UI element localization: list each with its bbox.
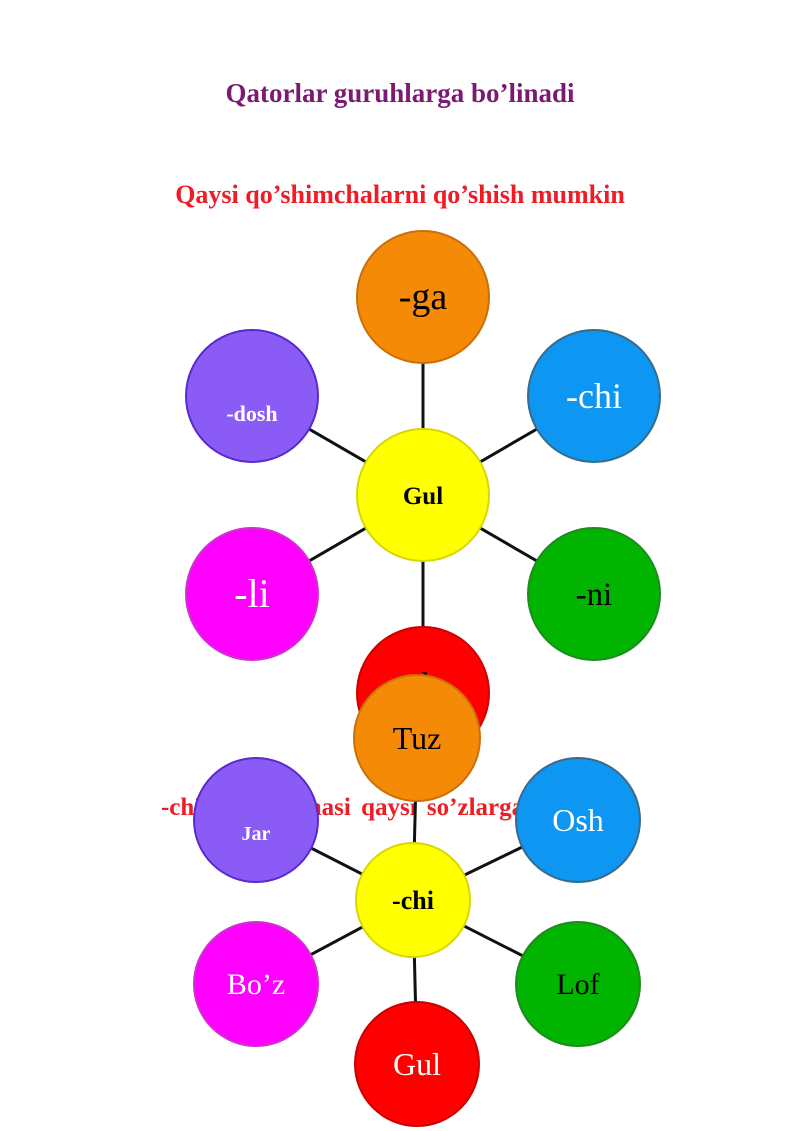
diagram1-center-node: Gul [356,428,490,562]
diagram1-node-top-circle [356,230,490,364]
diagram2-node-top-label: Tuz [393,720,442,756]
diagram1-node-upper-right-label: -chi [566,376,622,416]
diagram1-center-node-circle [356,428,490,562]
diagram2-center-node: -chi [355,842,471,958]
diagram1-node-lower-left-circle [185,527,319,661]
diagram1-node-lower-right: -ni [527,527,661,661]
diagram1-node-lower-left: -li [185,527,319,661]
diagram2-node-top: Tuz [353,674,481,802]
diagram2-node-lower-left-label: Bo’z [227,968,285,1001]
page-title: Qatorlar guruhlarga bo’linadi [225,78,575,108]
diagram2-node-upper-right-circle [515,757,641,883]
diagram1-node-upper-left-circle [185,329,319,463]
diagram1-node-top: -ga [356,230,490,364]
diagram1-center-node-label: Gul [403,483,443,510]
diagram2-center-node-label: -chi [392,886,434,915]
subtitle-suffixes: Qaysi qo’shimchalarni qo’shish mumkin [175,180,625,209]
diagram2-node-lower-left-circle [193,921,319,1047]
diagram1-node-lower-right-circle [527,527,661,661]
diagram2-node-lower-right-circle [515,921,641,1047]
diagram1-node-upper-right: -chi [527,329,661,463]
diagram1-node-lower-right-label: -ni [576,577,613,613]
diagram1-node-top-label: -ga [399,276,448,318]
diagram2-node-bottom: Gul [354,1001,480,1127]
diagram2-node-bottom-circle [354,1001,480,1127]
diagram2-node-upper-left-circle [193,757,319,883]
diagram1-node-upper-right-circle [527,329,661,463]
diagram2-node-lower-left: Bo’z [193,921,319,1047]
diagram2-node-upper-left-label: Jar [242,823,271,845]
diagram2-center-node-circle [355,842,471,958]
diagram1-node-upper-left: -dosh [185,329,319,463]
diagram2-node-lower-right: Lof [515,921,641,1047]
diagram2-node-bottom-label: Gul [393,1046,441,1082]
diagram2-node-upper-right-label: Osh [552,802,604,838]
diagram1-node-lower-left-label: -li [234,571,270,616]
diagram1-node-upper-left-label: -dosh [226,401,277,426]
diagram2-node-top-circle [353,674,481,802]
diagram2-node-upper-left: Jar [193,757,319,883]
diagram2-node-lower-right-label: Lof [556,968,599,1001]
diagram2-node-upper-right: Osh [515,757,641,883]
